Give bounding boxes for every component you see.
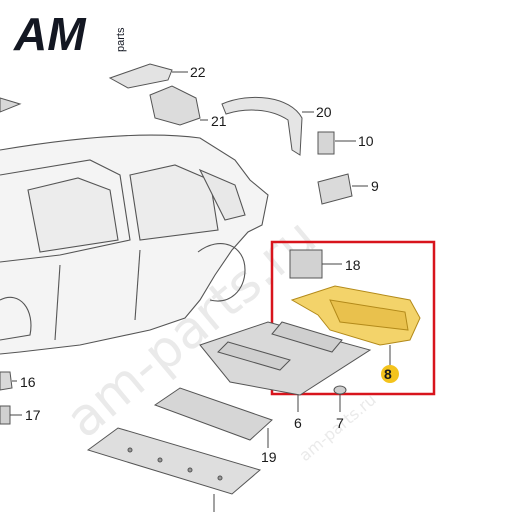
part-8-marker [381, 365, 399, 383]
callout-9: 9 [371, 178, 379, 194]
part-10 [317, 131, 356, 155]
logo-letters: AM [13, 8, 87, 60]
logo-sub: parts [115, 27, 127, 52]
callout-10: 10 [358, 133, 374, 149]
callout-16: 16 [20, 374, 36, 390]
brand-logo: AM parts [13, 8, 127, 60]
callout-18: 18 [345, 257, 361, 273]
callout-8: 8 [384, 366, 392, 382]
part-7 [333, 385, 347, 412]
car-body [0, 134, 269, 355]
callout-7: 7 [336, 415, 344, 431]
callout-22: 22 [190, 64, 206, 80]
part-8-highlighted [290, 285, 421, 365]
callout-17: 17 [25, 407, 41, 423]
part-21 [149, 85, 208, 126]
part-19 [153, 387, 273, 448]
part-16 [0, 371, 17, 391]
part-top-left-fragment [0, 97, 22, 113]
part-20 [221, 96, 314, 156]
highlight-frame [270, 240, 436, 396]
callout-21: 21 [211, 113, 227, 129]
callout-19: 19 [261, 449, 277, 465]
part-22 [108, 63, 188, 89]
floor-mat [86, 427, 262, 512]
part-18 [289, 249, 342, 279]
part-9 [317, 173, 368, 205]
part-17 [0, 405, 22, 425]
part-6 [199, 321, 372, 412]
callout-20: 20 [316, 104, 332, 120]
callout-6: 6 [294, 415, 302, 431]
